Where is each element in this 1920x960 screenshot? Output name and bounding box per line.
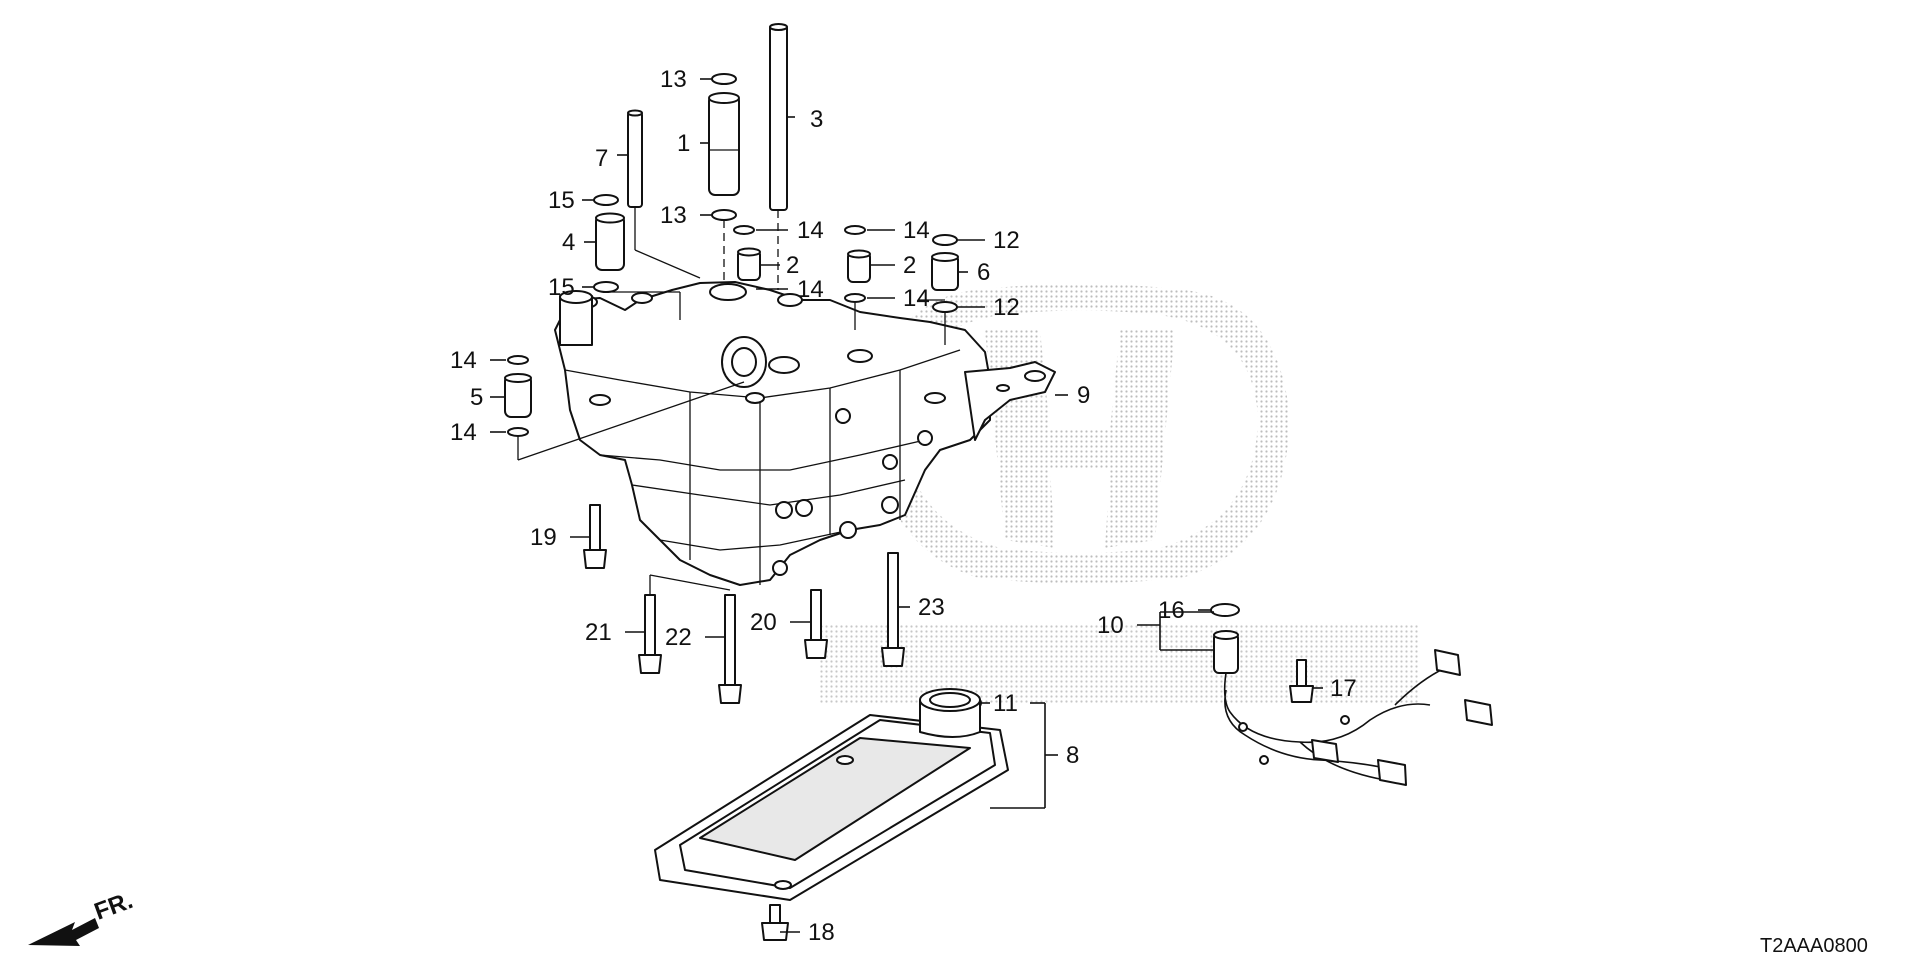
bolt-19 [583, 504, 607, 569]
callout-labels: 13 3 1 7 15 13 14 14 12 4 2 2 6 15 14 14… [450, 66, 1357, 946]
bolt-22 [718, 594, 742, 704]
callout-21: 21 [585, 619, 612, 646]
bolt-17 [1289, 659, 1314, 703]
pipe-5 [504, 373, 532, 418]
callout-14d: 14 [903, 285, 930, 312]
callout-5: 5 [470, 384, 483, 411]
callout-15a: 15 [548, 187, 575, 214]
callout-2a: 2 [786, 252, 799, 279]
callout-14b: 14 [903, 217, 930, 244]
callout-2b: 2 [903, 252, 916, 279]
pipe-3 [769, 23, 788, 211]
callout-14c: 14 [797, 276, 824, 303]
callout-14e: 14 [450, 347, 477, 374]
callout-8: 8 [1066, 742, 1079, 769]
callout-14f: 14 [450, 419, 477, 446]
callout-13b: 13 [660, 202, 687, 229]
callout-18: 18 [808, 919, 835, 946]
valve-body [554, 281, 1056, 586]
callout-17: 17 [1330, 675, 1357, 702]
callout-7: 7 [595, 145, 608, 172]
collar-2b [847, 249, 871, 283]
bolt-20 [804, 589, 828, 659]
callout-9: 9 [1077, 382, 1090, 409]
sensor-harness [1213, 630, 1493, 786]
callout-10: 10 [1097, 612, 1124, 639]
collar-2a [737, 247, 761, 281]
callout-4: 4 [562, 229, 575, 256]
bolt-21 [638, 594, 662, 674]
leader-lines [490, 78, 1323, 933]
front-arrow-icon [28, 918, 99, 946]
bolt-18 [761, 904, 789, 941]
callout-15b: 15 [548, 274, 575, 301]
bolt-23 [881, 552, 905, 667]
honda-watermark-wordmark [820, 625, 1420, 705]
callout-13a: 13 [660, 66, 687, 93]
front-direction-label: FR. [91, 887, 137, 926]
callout-6: 6 [977, 259, 990, 286]
pipe-1 [708, 92, 740, 196]
callout-11: 11 [993, 690, 1018, 717]
pipe-4 [595, 212, 625, 271]
callout-22: 22 [665, 624, 692, 651]
callout-20: 20 [750, 609, 777, 636]
diagram-code: T2AAA0800 [1760, 935, 1868, 957]
callout-16: 16 [1158, 597, 1185, 624]
pipe-7 [627, 109, 643, 208]
callout-14a: 14 [797, 217, 824, 244]
callout-3: 3 [810, 106, 823, 133]
callout-12b: 12 [993, 294, 1020, 321]
strainer [654, 688, 1009, 901]
collar-6 [931, 252, 959, 291]
callout-12a: 12 [993, 227, 1020, 254]
callout-23: 23 [918, 594, 945, 621]
callout-19: 19 [530, 524, 557, 551]
callout-1: 1 [677, 130, 690, 157]
